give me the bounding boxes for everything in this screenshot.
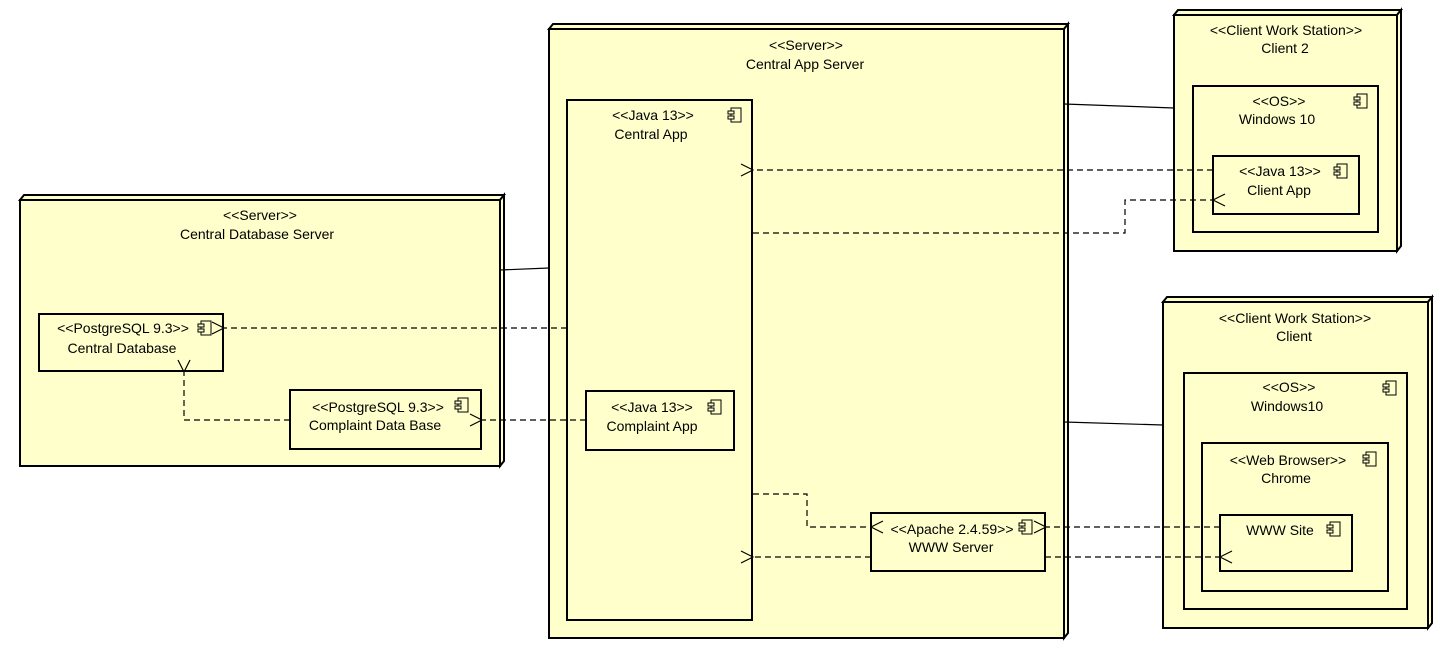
component-client-app[interactable]: <<Java 13>> Client App [1212, 155, 1360, 215]
component-www-server[interactable]: <<Apache 2.4.59>> WWW Server [870, 512, 1046, 572]
component-name: Client App [1247, 182, 1311, 198]
component-icon [1326, 521, 1341, 537]
node-stereotype: <<Client Work Station>> [1210, 22, 1362, 38]
component-complaint-app[interactable]: <<Java 13>> Complaint App [585, 390, 735, 451]
component-name: Complaint App [606, 418, 697, 434]
association-db-app-server [499, 267, 550, 271]
component-icon [454, 397, 469, 413]
component-name: Chrome [1261, 470, 1311, 486]
component-name: Central Database [68, 340, 177, 356]
component-complaint-data-base[interactable]: <<PostgreSQL 9.3>> Complaint Data Base [289, 389, 482, 450]
component-central-app[interactable]: <<Java 13>> Central App [566, 99, 753, 621]
component-stereotype: <<Apache 2.4.59>> [891, 521, 1014, 537]
component-stereotype: <<OS>> [1253, 93, 1306, 109]
node-title: Client 2 [1261, 40, 1309, 56]
node-stereotype: <<Client Work Station>> [1219, 310, 1371, 326]
component-stereotype: <<Java 13>> [611, 399, 693, 415]
component-name: Central App [614, 126, 687, 142]
dependency-centralapp-to-clientapp [753, 200, 1213, 234]
node-title: Client [1276, 328, 1312, 344]
node-stereotype: <<Server>> [769, 37, 843, 53]
component-icon [197, 320, 212, 336]
component-icon [1333, 163, 1348, 179]
association-app-server-client2 [1063, 103, 1175, 109]
component-icon [707, 399, 722, 415]
component-icon [1382, 380, 1397, 396]
association-app-server-client [1063, 421, 1164, 426]
dependency-complaintdb-to-centraldb [184, 372, 290, 421]
node-title: Central App Server [746, 56, 865, 72]
component-icon [727, 107, 742, 123]
component-name: WWW Server [909, 539, 994, 555]
component-stereotype: <<OS>> [1263, 379, 1316, 395]
dependency-centralapp-to-wwwserver [753, 493, 871, 527]
component-icon [1353, 93, 1368, 109]
component-name: Complaint Data Base [309, 417, 442, 433]
component-central-database[interactable]: <<PostgreSQL 9.3>> Central Database [38, 313, 224, 372]
component-icon [1018, 519, 1033, 535]
node-title: Central Database Server [180, 226, 334, 242]
component-name: Windows10 [1251, 398, 1324, 414]
component-icon [1362, 451, 1377, 467]
component-stereotype: <<Java 13>> [612, 107, 694, 123]
component-www-site[interactable]: WWW Site [1219, 514, 1353, 572]
component-name: WWW Site [1246, 522, 1314, 538]
component-stereotype: <<Web Browser>> [1230, 452, 1346, 468]
component-stereotype: <<PostgreSQL 9.3>> [57, 320, 189, 336]
component-stereotype: <<Java 13>> [1239, 163, 1321, 179]
node-stereotype: <<Server>> [223, 207, 297, 223]
component-stereotype: <<PostgreSQL 9.3>> [312, 399, 444, 415]
component-name: Windows 10 [1239, 111, 1315, 127]
